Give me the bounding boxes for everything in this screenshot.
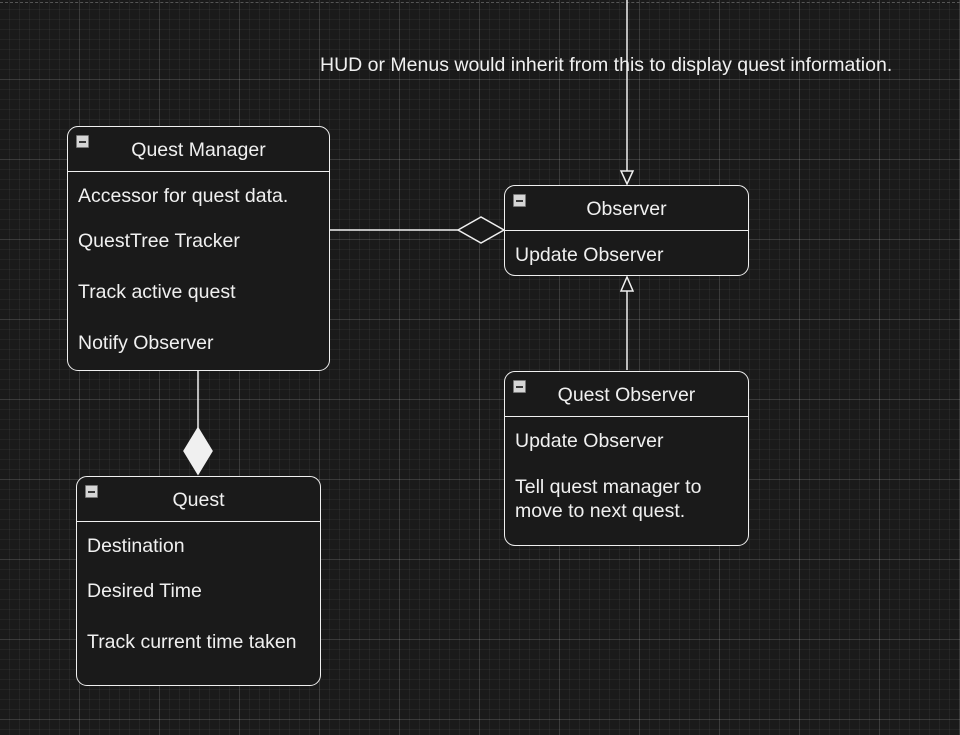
class-attribute: Desired Time	[87, 580, 202, 602]
page-boundary-dash	[0, 2, 960, 3]
class-title: Observer	[586, 198, 667, 220]
hollow-triangle-arrowhead-observer-bottom	[619, 275, 635, 292]
class-attribute: Track active quest	[78, 281, 236, 303]
class-attribute: Notify Observer	[78, 332, 214, 354]
collapse-icon[interactable]	[85, 485, 98, 498]
class-header: Quest Manager	[68, 127, 329, 172]
hollow-triangle-arrowhead-observer-top	[619, 170, 635, 186]
class-attribute: Update Observer	[515, 244, 664, 266]
class-attribute: Accessor for quest data.	[78, 185, 289, 207]
class-attribute: Destination	[87, 535, 185, 557]
filled-diamond-composition	[183, 426, 213, 476]
class-title: Quest	[172, 489, 225, 511]
diagram-note: HUD or Menus would inherit from this to …	[320, 54, 893, 76]
class-quest-observer[interactable]: Quest Observer Update Observer Tell ques…	[504, 371, 749, 546]
class-title: Quest Manager	[131, 139, 266, 161]
class-attribute: QuestTree Tracker	[78, 230, 240, 252]
class-attribute: Track current time taken	[87, 631, 297, 653]
class-attribute: Update Observer	[515, 430, 664, 452]
class-attribute: move to next quest.	[515, 500, 686, 522]
class-header: Quest Observer	[505, 372, 748, 417]
collapse-icon[interactable]	[76, 135, 89, 148]
class-observer[interactable]: Observer Update Observer	[504, 185, 749, 276]
class-title: Quest Observer	[557, 384, 696, 406]
class-header: Quest	[77, 477, 320, 522]
collapse-icon[interactable]	[513, 380, 526, 393]
collapse-icon[interactable]	[513, 194, 526, 207]
hollow-diamond-aggregation	[456, 216, 506, 244]
class-attribute: Tell quest manager to	[515, 476, 702, 498]
class-quest[interactable]: Quest Destination Desired Time Track cur…	[76, 476, 321, 686]
class-header: Observer	[505, 186, 748, 231]
class-quest-manager[interactable]: Quest Manager Accessor for quest data. Q…	[67, 126, 330, 371]
